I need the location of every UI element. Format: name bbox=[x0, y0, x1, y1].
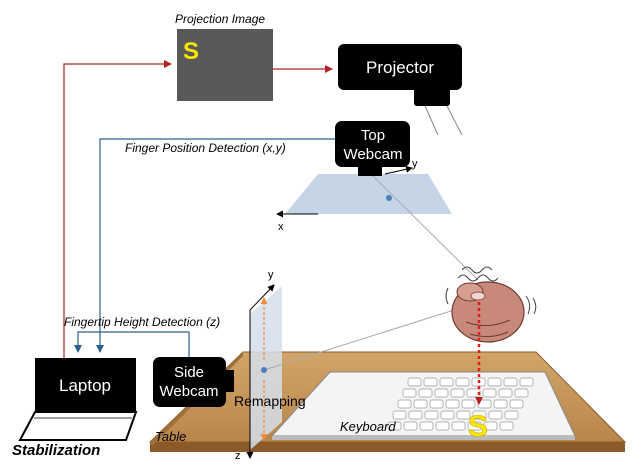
top-axis-y bbox=[384, 165, 413, 175]
keyboard-key bbox=[403, 421, 418, 431]
keyboard bbox=[270, 371, 576, 440]
top-webcam-lens bbox=[358, 166, 382, 176]
keyboard-key bbox=[461, 399, 476, 409]
side-axis-y-label: y bbox=[268, 269, 274, 281]
keyboard-key bbox=[503, 377, 518, 387]
arrow-laptop-to-projection bbox=[63, 60, 172, 358]
keyboard-key bbox=[499, 421, 514, 431]
keyboard-key bbox=[419, 421, 434, 431]
projection-image-label: Projection Image bbox=[175, 12, 265, 26]
remapping-label: Remapping bbox=[234, 393, 306, 409]
keyboard-key bbox=[397, 399, 412, 409]
fingertip-height-detection-label: Fingertip Height Detection (z) bbox=[64, 315, 220, 329]
projector-label: Projector bbox=[366, 58, 434, 77]
keyboard-key bbox=[504, 410, 519, 420]
side-axis-z-label: z bbox=[235, 450, 241, 462]
keyboard-key bbox=[519, 377, 534, 387]
projector-lens bbox=[414, 88, 450, 106]
projection-image bbox=[177, 29, 273, 101]
keyboard-key bbox=[455, 377, 470, 387]
projection-image-letter: S bbox=[183, 38, 199, 65]
keyboard-key bbox=[477, 399, 492, 409]
fist-icon bbox=[445, 266, 537, 343]
top-webcam-label-1: Top bbox=[361, 127, 385, 144]
keyboard-key bbox=[435, 421, 450, 431]
top-detection-plane bbox=[285, 174, 452, 214]
side-webcam-lens bbox=[222, 370, 234, 392]
projector-beam-right bbox=[446, 105, 463, 136]
keyboard-key bbox=[472, 410, 487, 420]
top-axis-y-label: y bbox=[412, 158, 418, 170]
keyboard-key bbox=[402, 388, 417, 398]
keyboard-key bbox=[482, 388, 497, 398]
sight-line-top bbox=[371, 174, 479, 281]
keyboard-keys bbox=[387, 377, 534, 431]
table-front-edge bbox=[150, 442, 625, 452]
top-axis-x-label: x bbox=[278, 221, 284, 233]
side-webcam-label-1: Side bbox=[174, 364, 204, 381]
keyboard-key bbox=[413, 399, 428, 409]
stabilization-label: Stabilization bbox=[12, 442, 100, 459]
top-webcam-body bbox=[335, 121, 410, 167]
keyboard-key bbox=[456, 410, 471, 420]
finger-point-top bbox=[386, 195, 392, 201]
side-webcam-label-2: Webcam bbox=[160, 383, 219, 400]
side-webcam-body bbox=[153, 357, 226, 407]
keyboard-key bbox=[487, 377, 502, 387]
keyboard-key bbox=[423, 377, 438, 387]
projected-letter: S bbox=[468, 410, 488, 443]
laptop-label: Laptop bbox=[59, 376, 111, 395]
keyboard-key bbox=[407, 377, 422, 387]
top-webcam-label-2: Webcam bbox=[344, 146, 403, 163]
laptop-screen bbox=[35, 358, 136, 412]
finger-point-side bbox=[261, 367, 267, 373]
keyboard-key bbox=[392, 410, 407, 420]
sight-line-side bbox=[263, 304, 471, 371]
keyboard-key bbox=[429, 399, 444, 409]
keyboard-label: Keyboard bbox=[340, 419, 396, 434]
finger-position-detection-label: Finger Position Detection (x,y) bbox=[125, 141, 286, 155]
keyboard-key bbox=[440, 410, 455, 420]
keyboard-edge bbox=[272, 436, 575, 440]
arrow-top-webcam-to-laptop bbox=[96, 138, 335, 353]
keyboard-key bbox=[467, 421, 482, 431]
keyboard-key bbox=[483, 421, 498, 431]
keyboard-key bbox=[451, 421, 466, 431]
keyboard-key bbox=[408, 410, 423, 420]
projector-body bbox=[338, 44, 462, 90]
keyboard-key bbox=[439, 377, 454, 387]
keyboard-key bbox=[445, 399, 460, 409]
keyboard-key bbox=[493, 399, 508, 409]
keyboard-key bbox=[488, 410, 503, 420]
keyboard-key bbox=[434, 388, 449, 398]
arrow-side-webcam-to-laptop bbox=[74, 331, 190, 357]
table-label: Table bbox=[155, 429, 186, 444]
projector-beam-left bbox=[424, 105, 439, 136]
keyboard-key bbox=[498, 388, 513, 398]
keyboard-key bbox=[450, 388, 465, 398]
keyboard-key bbox=[387, 421, 402, 431]
keyboard-key bbox=[514, 388, 529, 398]
keyboard-key bbox=[424, 410, 439, 420]
laptop-base bbox=[18, 411, 138, 441]
keyboard-key bbox=[509, 399, 524, 409]
keyboard-key bbox=[418, 388, 433, 398]
laptop: Laptop bbox=[18, 358, 138, 441]
